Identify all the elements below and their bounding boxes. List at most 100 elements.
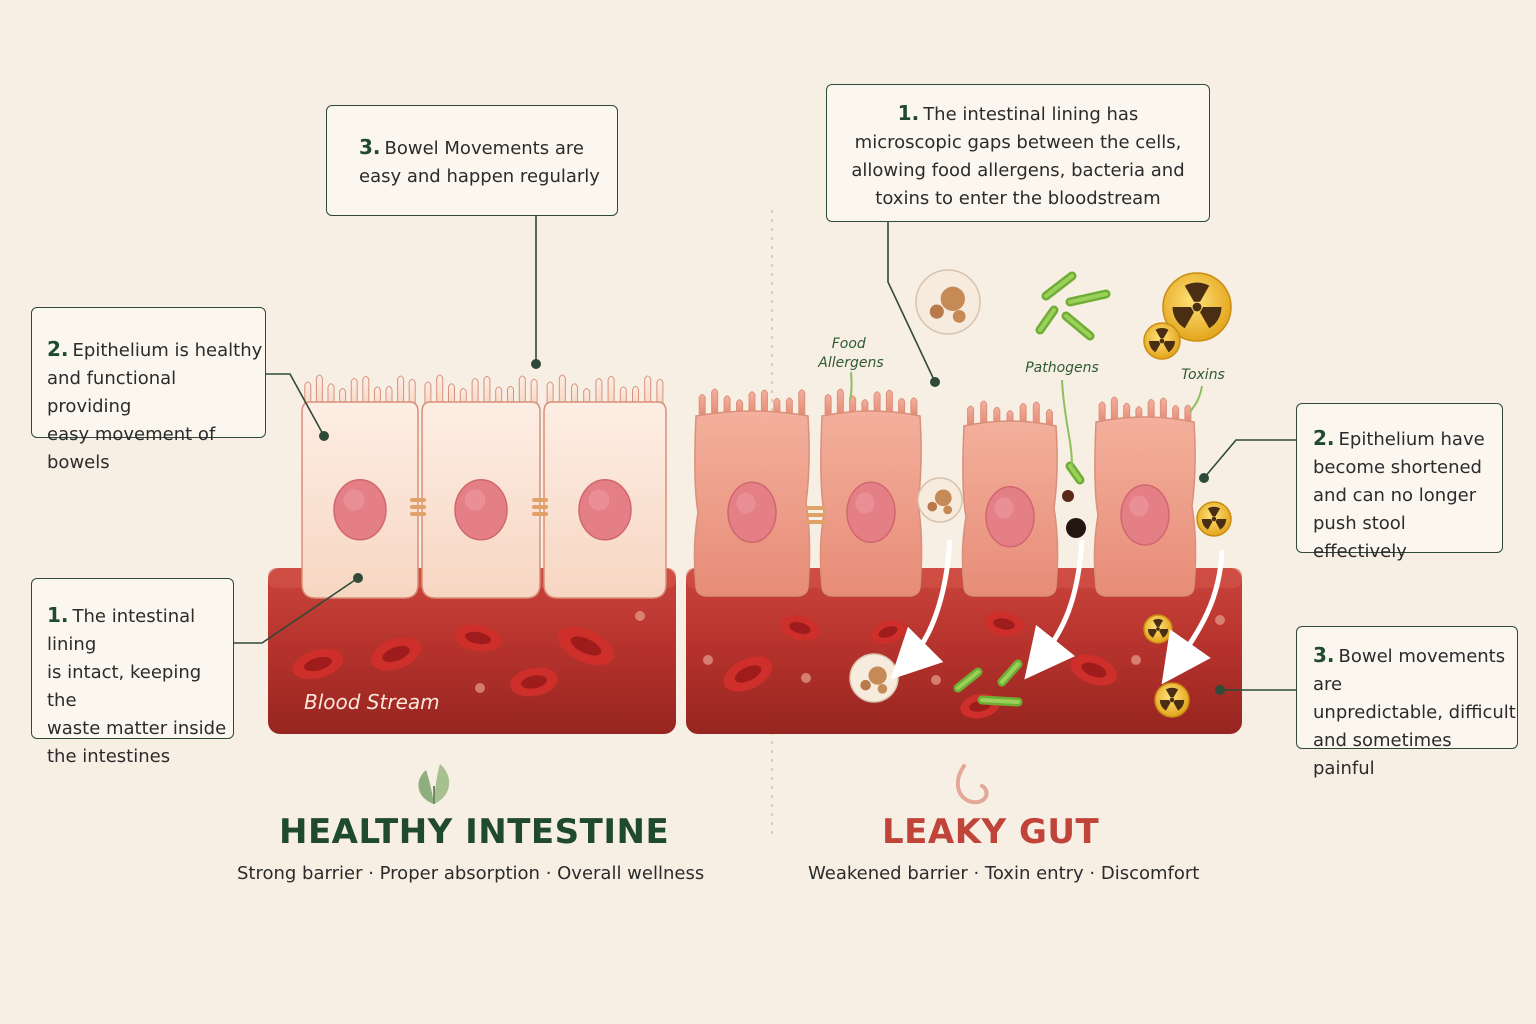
platelet — [635, 611, 645, 621]
microvillus — [1184, 404, 1192, 421]
radiation-icon — [1154, 682, 1190, 718]
microvillus — [967, 405, 975, 425]
leaky-bloodstream — [686, 568, 1242, 734]
nucleus — [985, 486, 1035, 548]
intestine-curl-icon — [955, 764, 989, 805]
radiation-icon — [1143, 614, 1173, 644]
nucleus-highlight — [994, 497, 1014, 519]
nucleus — [333, 479, 387, 541]
bacteria-highlight — [1064, 314, 1092, 338]
food-allergens-label: Food Allergens — [817, 336, 883, 371]
microvillus — [1123, 402, 1131, 421]
leader-dot — [1215, 685, 1225, 695]
leaky-callout-3: 3.Bowel movements are unpredictable, dif… — [1296, 626, 1518, 779]
microvillus — [632, 385, 639, 407]
nucleus — [1120, 484, 1170, 546]
callout-text: Bowel movements are unpredictable, diffi… — [1313, 646, 1516, 779]
red-blood-cell — [371, 637, 421, 671]
allergen-particle-icon — [915, 269, 981, 335]
red-blood-cell — [780, 615, 820, 641]
callout-number: 1. — [47, 603, 69, 627]
healthy-title: HEALTHY INTESTINE — [279, 812, 670, 852]
leader-dot — [531, 359, 541, 369]
toxins-label: Toxins — [1181, 367, 1225, 383]
red-blood-cell — [292, 648, 344, 680]
tight-junction — [532, 512, 548, 516]
callout-number: 3. — [359, 135, 381, 159]
microvillus — [898, 397, 906, 415]
epithelial-cell — [543, 374, 667, 599]
gap-particle — [1066, 518, 1086, 538]
leader-dot — [930, 377, 940, 387]
callout-connectors — [234, 216, 1296, 695]
epithelial-cell — [1093, 396, 1197, 597]
gap-particle — [1062, 490, 1074, 502]
microvillus — [736, 399, 744, 415]
bacteria-highlight — [956, 670, 980, 690]
healthy-callout-2: 2.Epithelium is healthy and functional p… — [31, 307, 266, 473]
microvillus — [397, 375, 405, 407]
platelet — [931, 675, 941, 685]
microvillus — [619, 386, 627, 407]
nucleus — [727, 481, 777, 544]
entry-arrow — [1024, 539, 1085, 680]
leader-line — [887, 222, 936, 383]
tight-junction — [806, 520, 826, 524]
nucleus — [578, 479, 632, 541]
microvillus — [530, 378, 538, 407]
leader-line — [266, 373, 325, 437]
microvillus — [327, 383, 335, 407]
red-blood-cell — [454, 624, 502, 652]
microvillus — [873, 391, 881, 415]
microvillus — [1159, 397, 1167, 421]
bacteria-highlight — [980, 698, 1020, 704]
microvillus — [711, 388, 719, 415]
nucleus-highlight — [1129, 495, 1149, 517]
tight-junction — [410, 512, 426, 516]
microvillus — [824, 394, 832, 415]
microvillus — [644, 375, 652, 407]
bacteria-highlight — [1044, 274, 1074, 298]
leader-dot — [353, 573, 363, 583]
blood-stream-label: Blood Stream — [304, 690, 440, 714]
microvillus — [1098, 401, 1106, 421]
red-blood-cell — [1070, 654, 1118, 686]
platelet — [1215, 615, 1225, 625]
bacteria-highlight — [1068, 464, 1082, 482]
microvillus — [362, 375, 370, 407]
platelet — [475, 683, 485, 693]
nucleus-highlight — [588, 489, 610, 511]
leader-dot — [1199, 473, 1209, 483]
microvillus — [424, 381, 432, 407]
microvillus — [698, 394, 706, 415]
pathogens-label: Pathogens — [1025, 360, 1099, 376]
microvillus — [760, 389, 768, 415]
healthy-bloodstream — [268, 568, 676, 734]
healthy-epithelium — [301, 374, 667, 599]
tight-junction — [806, 513, 826, 517]
bacteria-highlight — [1000, 662, 1020, 684]
toxin-tail — [1189, 385, 1203, 413]
callout-text: Bowel Movements are easy and happen regu… — [359, 138, 600, 187]
microvillus — [1172, 405, 1180, 421]
microvillus — [1110, 396, 1118, 421]
microvillus — [471, 378, 479, 407]
microvillus — [408, 378, 416, 407]
callout-number: 2. — [47, 337, 69, 361]
healthy-subtitle: Strong barrier · Proper absorption · Ove… — [237, 863, 705, 884]
red-blood-cell — [984, 611, 1024, 637]
entry-arrow — [1161, 549, 1225, 685]
microvillus — [993, 406, 1001, 425]
platelet — [1131, 655, 1141, 665]
microvillus — [507, 385, 514, 407]
microvillus — [385, 385, 393, 407]
callout-text: The intestinal lining is intact, keeping… — [47, 606, 227, 767]
red-blood-cell — [557, 626, 615, 666]
microvillus — [571, 383, 578, 407]
microvillus — [304, 381, 312, 407]
tight-junction — [410, 498, 426, 502]
nucleus-highlight — [736, 492, 756, 514]
leaky-title: LEAKY GUT — [882, 812, 1100, 852]
